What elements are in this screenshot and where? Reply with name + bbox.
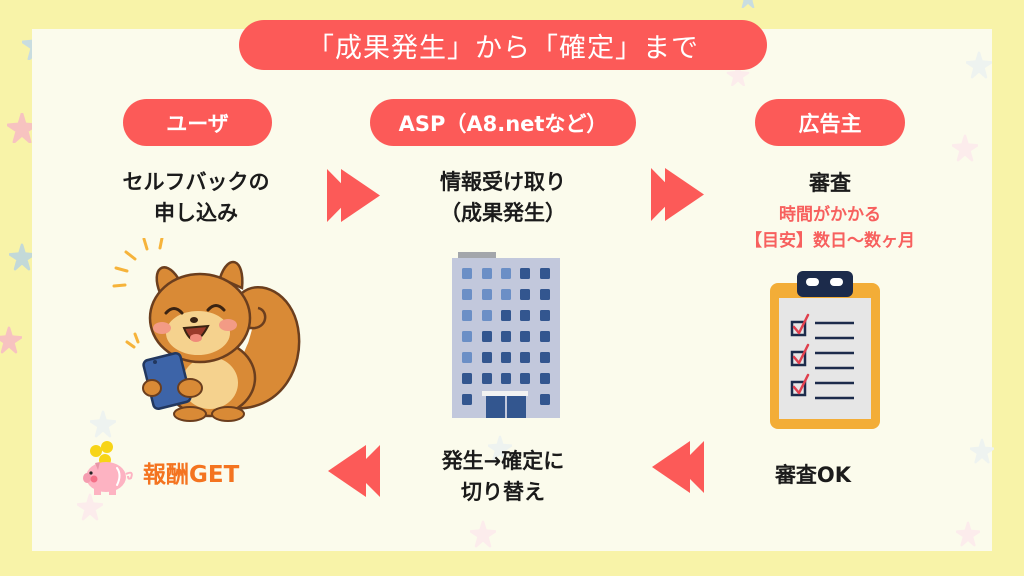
role-pill-asp: ASP（A8.netなど） [370,99,636,146]
step-advertiser-review: 審査 [730,168,930,199]
double-arrow-right-icon [327,169,380,222]
star-decoration [956,521,980,547]
squirrel-with-phone-illustration [112,238,301,422]
step-line: 情報受け取り [440,170,566,194]
star-decoration [90,410,116,438]
reward-get-label: 報酬GET [143,462,240,488]
step-line: （成果発生） [440,201,566,225]
page-title: 「成果発生」から「確定」まで [239,20,767,70]
step-switch-confirmed: 発生→確定に 切り替え [400,446,606,508]
step-line: 審査OK [774,463,852,487]
step-line: セルフバックの [122,170,270,194]
star-decoration [726,64,750,86]
star-decoration [470,520,496,548]
star-decoration [741,0,755,8]
note-line: 時間がかかる [779,205,881,225]
role-pill-user: ユーザ [123,99,272,146]
step-line: 審査 [809,171,851,195]
checklist-clipboard-icon [770,271,880,429]
star-decoration [966,51,992,79]
star-decoration [9,243,35,271]
step-review-ok: 審査OK [748,460,878,491]
piggy-bank-coins-icon [83,441,133,495]
star-decoration [0,326,22,354]
office-building-icon [452,252,560,418]
role-pill-advertiser: 広告主 [755,99,905,146]
step-line: 発生→確定に [441,449,565,473]
star-decoration [77,493,103,521]
step-asp-receive: 情報受け取り （成果発生） [400,167,606,229]
star-decoration [970,438,994,464]
review-duration-note: 時間がかかる 【目安】数日〜数ヶ月 [700,202,960,254]
double-arrow-left-icon [328,445,380,497]
step-user-apply: セルフバックの 申し込み [86,167,306,229]
step-line: 申し込み [154,201,238,225]
double-arrow-right-icon [651,168,704,221]
note-line: 【目安】数日〜数ヶ月 [745,231,915,251]
step-line: 切り替え [461,480,545,504]
double-arrow-left-icon [652,441,704,493]
star-decoration [488,435,512,461]
star-decoration [952,134,978,162]
